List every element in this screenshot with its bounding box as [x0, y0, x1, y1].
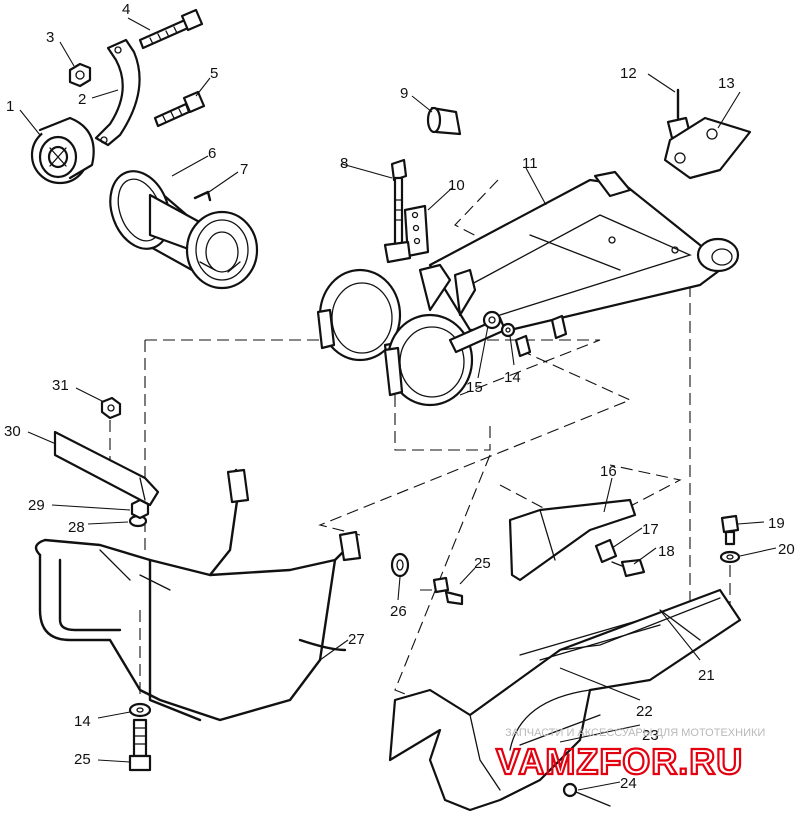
- part-23-decal: [519, 714, 601, 746]
- callout-18: 18: [658, 543, 675, 560]
- part-2-strap: [94, 38, 141, 147]
- part-25-bolt-bottom: [128, 718, 152, 772]
- part-8-bolt: [390, 158, 408, 252]
- watermark-brand: VAMZFOR.RU: [496, 741, 743, 782]
- part-30-plate: [53, 430, 160, 507]
- callout-26: 26: [390, 603, 407, 620]
- callout-7: 7: [240, 161, 248, 178]
- callout-19: 19: [768, 515, 785, 532]
- clamp-rings: [316, 268, 507, 407]
- callout-14-bottom: 14: [74, 713, 91, 730]
- part-17-spacer: [594, 538, 618, 564]
- part-11-swing-arm: [418, 170, 740, 358]
- callout-10: 10: [448, 177, 465, 194]
- part-26-washer: [390, 552, 410, 578]
- callout-5: 5: [210, 65, 218, 82]
- callout-22: 22: [636, 703, 653, 720]
- callout-20: 20: [778, 541, 795, 558]
- part-21-chain-guard: [388, 588, 742, 812]
- part-18-screw: [611, 558, 646, 578]
- part-27-bumper: [34, 468, 362, 722]
- callout-28: 28: [68, 519, 85, 536]
- part-4-bolt: [138, 8, 204, 50]
- part-1-bearing: [30, 116, 95, 185]
- callout-11: 11: [522, 155, 538, 172]
- callout-4: 4: [122, 1, 130, 18]
- part-6-housing: [109, 170, 259, 290]
- callout-12: 12: [620, 65, 637, 82]
- part-15-washer: [482, 310, 502, 330]
- part-10-bracket: [383, 204, 430, 264]
- callout-9: 9: [400, 85, 408, 102]
- callout-30: 30: [4, 423, 21, 440]
- part-9-bushing: [426, 106, 462, 136]
- part-24-pin: [562, 782, 611, 807]
- part-19-bolt: [720, 514, 740, 546]
- callout-27: 27: [348, 631, 365, 648]
- callout-21: 21: [698, 667, 715, 684]
- callout-25-bottom: 25: [74, 751, 91, 768]
- callout-31: 31: [52, 377, 69, 394]
- part-20-washer: [719, 550, 741, 564]
- part-22-decal: [519, 619, 661, 661]
- part-25-bolt-middle: [432, 576, 464, 606]
- callout-2: 2: [78, 91, 86, 108]
- callout-1: 1: [6, 98, 14, 115]
- callout-15: 15: [466, 379, 483, 396]
- callout-8: 8: [340, 155, 348, 172]
- callout-17: 17: [642, 521, 659, 538]
- part-14-washer-top: [500, 322, 516, 338]
- callout-6: 6: [208, 145, 216, 162]
- watermark-tagline: ЗАПЧАСТИ И АКСЕССУАРЫ ДЛЯ МОТОТЕХНИКИ: [505, 727, 765, 739]
- part-14-washer-bottom: [128, 702, 152, 718]
- leader-lines: [19, 17, 777, 791]
- part-3-nut: [68, 62, 92, 88]
- callout-24: 24: [620, 775, 637, 792]
- callout-14-top: 14: [504, 369, 521, 386]
- part-31-nut: [100, 396, 122, 420]
- part-13-plate: [663, 116, 752, 180]
- callout-3: 3: [46, 29, 54, 46]
- callout-numbers: 1 2 3 4 5 6 7 8 9 10 11 12 13 14 15 16 1…: [4, 1, 795, 792]
- callout-16: 16: [600, 463, 617, 480]
- callout-23: 23: [642, 727, 659, 744]
- callout-29: 29: [28, 497, 45, 514]
- part-5-bolt: [153, 90, 206, 128]
- part-16-bracket: [508, 498, 637, 582]
- callout-13: 13: [718, 75, 735, 92]
- watermark: ЗАПЧАСТИ И АКСЕССУАРЫ ДЛЯ МОТОТЕХНИКИ VA…: [495, 727, 765, 783]
- callout-25-middle: 25: [474, 555, 491, 572]
